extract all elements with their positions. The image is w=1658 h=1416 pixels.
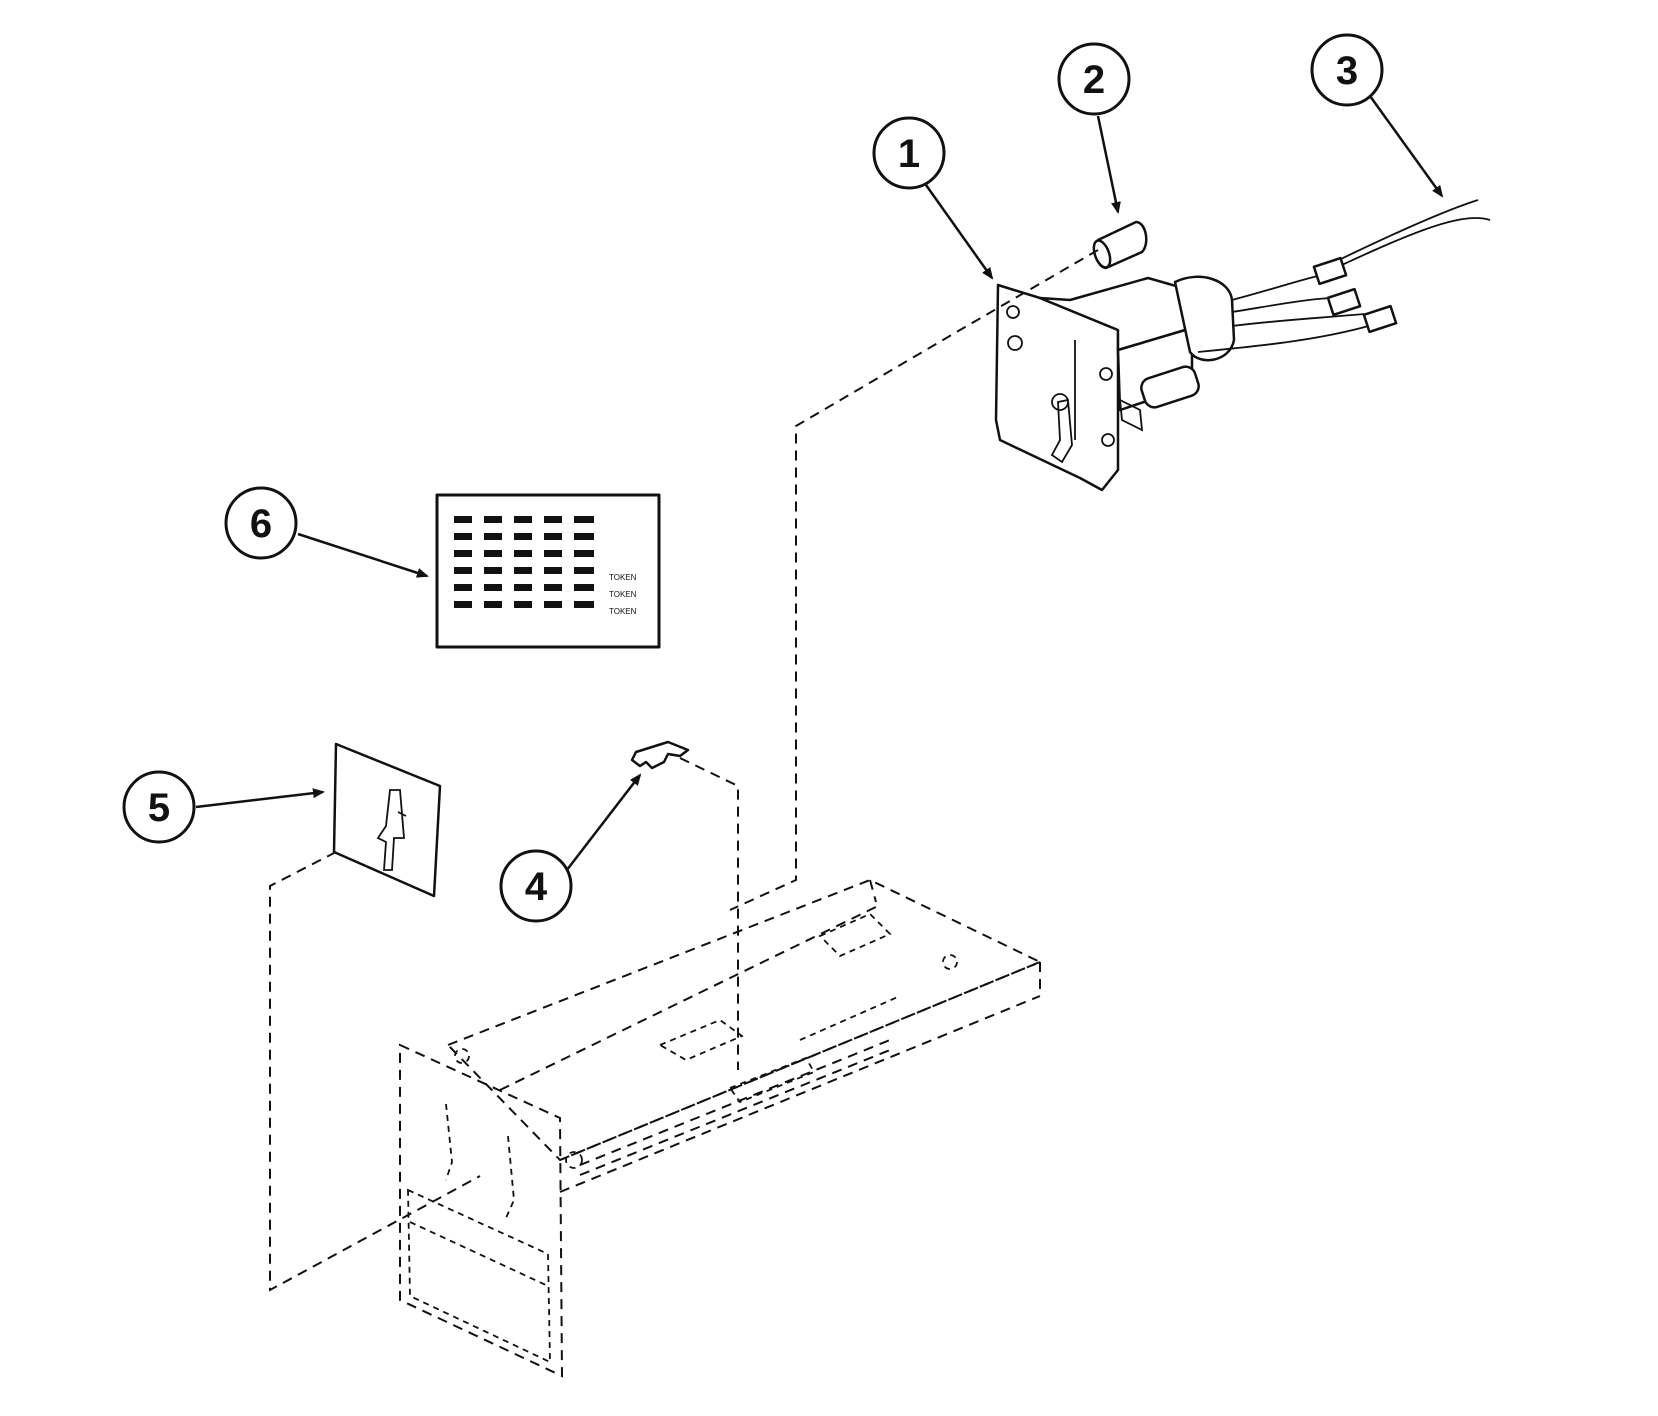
decal-mark	[574, 584, 594, 591]
callout-5: 5	[122, 770, 196, 844]
coin-slot-plate-part	[332, 742, 442, 898]
callout-2: 2	[1057, 42, 1131, 116]
decal-token-label: TOKEN	[609, 573, 637, 582]
decal-mark	[514, 567, 532, 574]
decal-mark	[544, 516, 562, 523]
price-decal-part: TOKEN TOKEN TOKEN	[435, 493, 661, 649]
leader-lines	[195, 95, 1444, 876]
decal-mark	[484, 601, 502, 608]
decal-mark	[454, 533, 472, 540]
callout-4: 4	[499, 849, 573, 923]
decal-mark	[514, 516, 532, 523]
decal-mark	[454, 601, 472, 608]
decal-mark	[544, 584, 562, 591]
decal-mark	[454, 550, 472, 557]
decal-mark	[544, 601, 562, 608]
decal-mark	[574, 516, 594, 523]
callout-number: 3	[1336, 49, 1358, 93]
callout-number: 5	[148, 786, 170, 830]
decal-mark	[454, 584, 472, 591]
decal-mark	[514, 584, 532, 591]
callout-3: 3	[1310, 33, 1384, 107]
callout-number: 2	[1083, 58, 1105, 102]
decal-token-label: TOKEN	[609, 590, 637, 599]
callout-1: 1	[872, 116, 946, 190]
decal-mark	[544, 533, 562, 540]
decal-mark	[544, 550, 562, 557]
decal-mark	[574, 533, 594, 540]
decal-mark	[484, 567, 502, 574]
decal-mark	[484, 516, 502, 523]
callout-number: 4	[525, 865, 548, 909]
decal-token-label: TOKEN	[609, 607, 637, 616]
decal-mark	[484, 533, 502, 540]
callout-6: 6	[224, 486, 298, 560]
decal-mark	[484, 584, 502, 591]
decal-mark-grid	[454, 516, 594, 608]
bushing-part	[1092, 220, 1148, 270]
base-chassis-phantom	[399, 878, 1043, 1378]
coin-mechanism-part	[994, 199, 1491, 492]
callout-number: 6	[250, 502, 272, 546]
decal-mark	[574, 601, 594, 608]
callout-number: 1	[898, 132, 920, 176]
decal-mark	[514, 550, 532, 557]
assembly-alignment-lines	[269, 249, 1099, 1292]
decal-mark	[484, 550, 502, 557]
decal-mark	[574, 550, 594, 557]
decal-mark	[574, 567, 594, 574]
clip-part	[630, 740, 690, 770]
decal-mark	[514, 533, 532, 540]
decal-mark	[544, 567, 562, 574]
decal-mark	[514, 601, 532, 608]
decal-mark	[454, 567, 472, 574]
decal-mark	[454, 516, 472, 523]
